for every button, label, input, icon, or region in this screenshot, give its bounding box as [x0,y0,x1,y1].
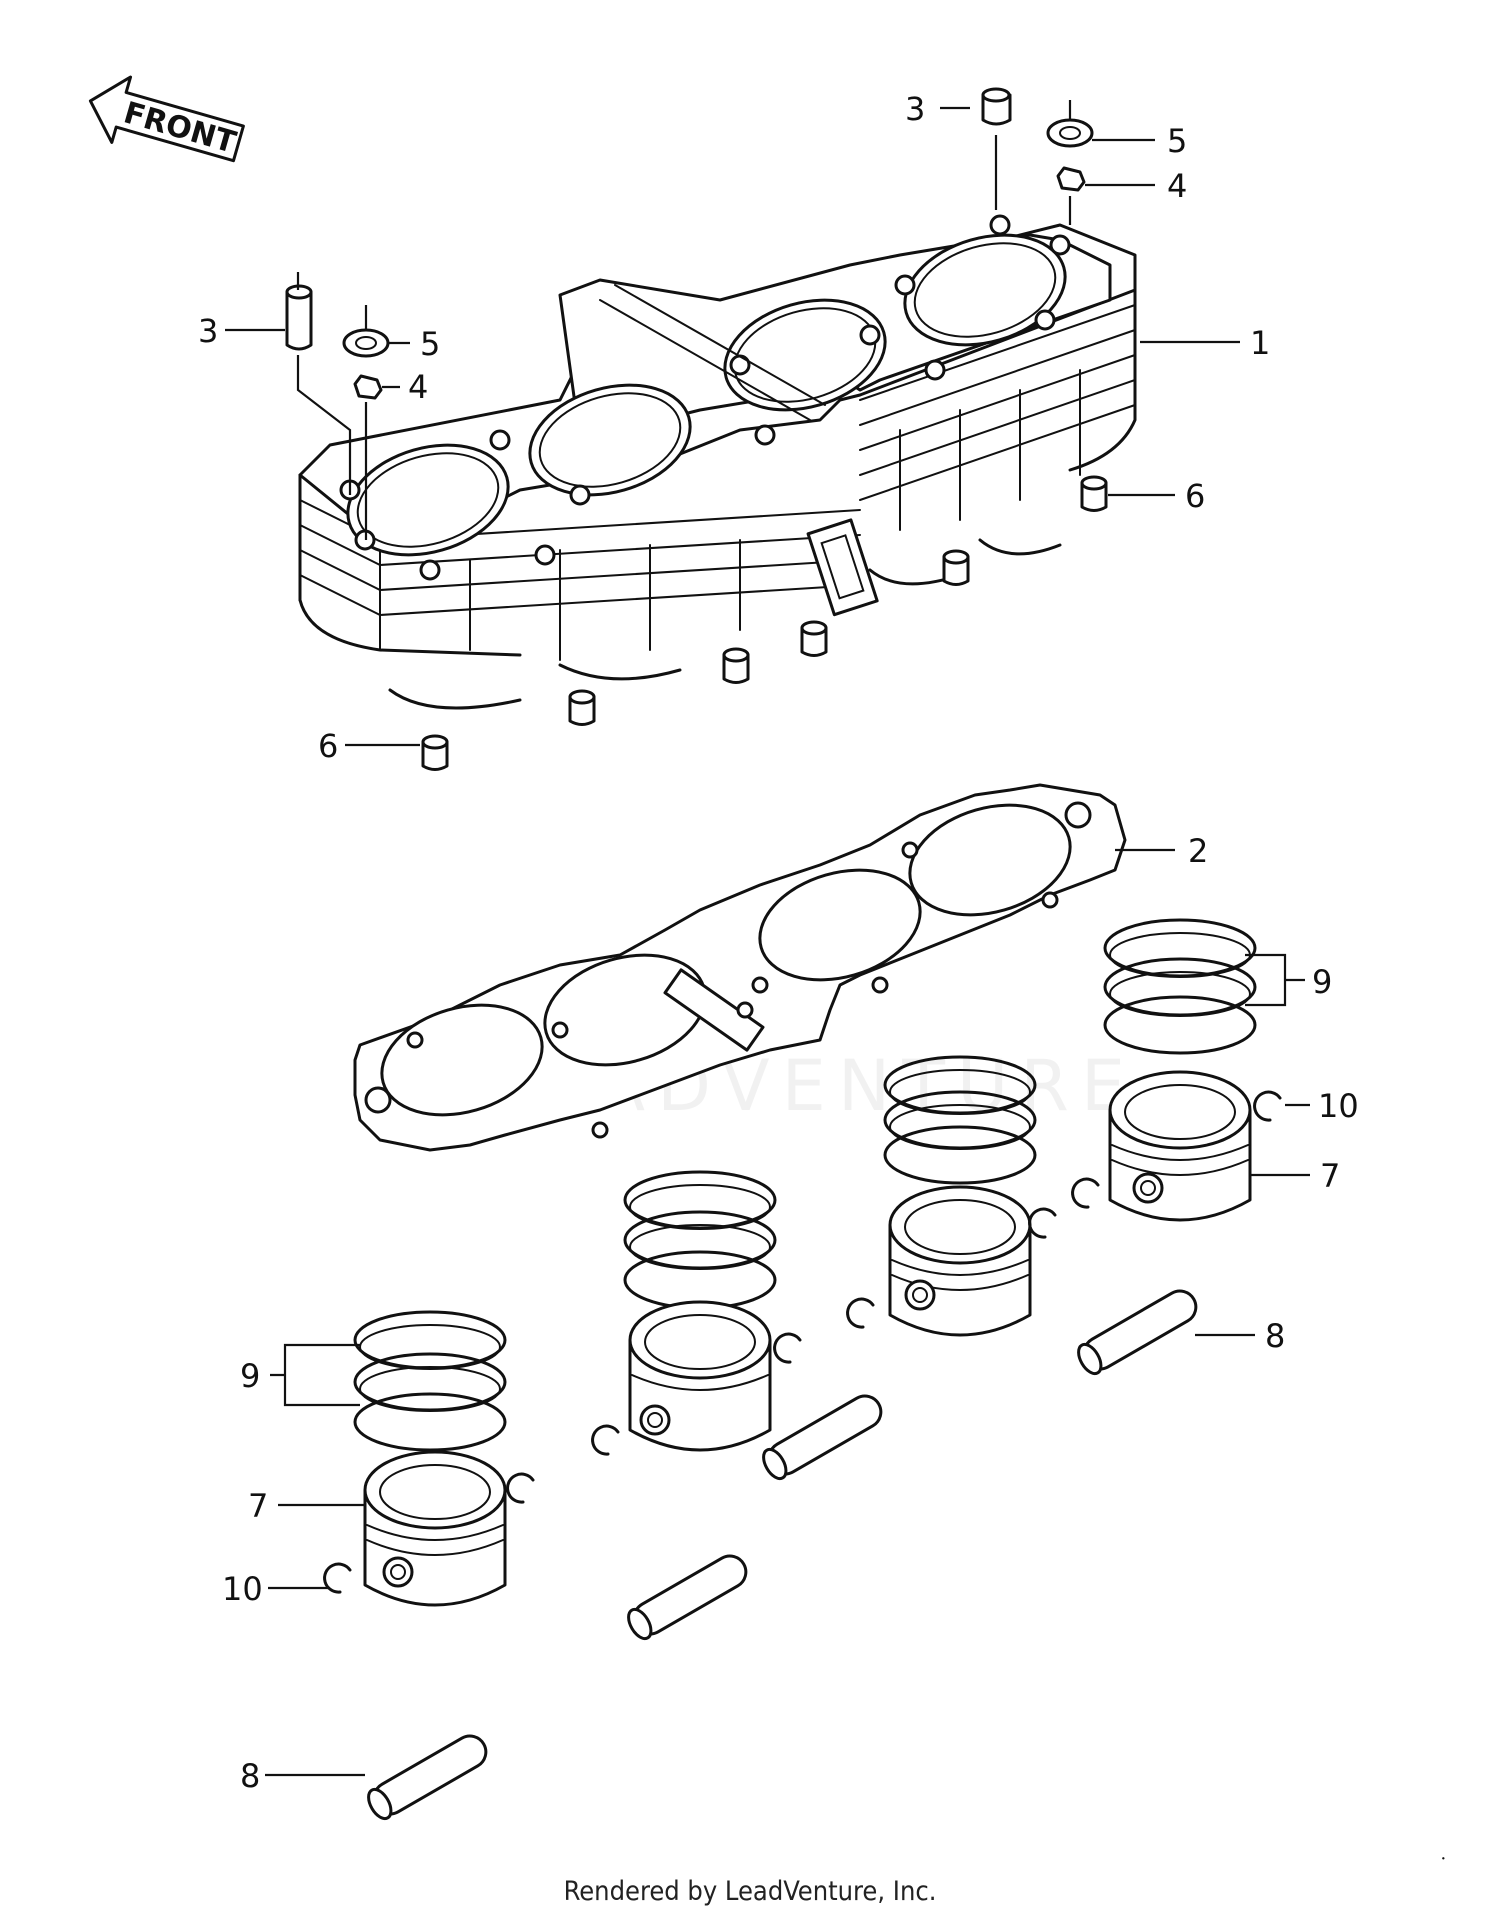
callout-1: 1 [1250,324,1270,362]
callout-7: 7 [1320,1157,1340,1195]
callout-5: 5 [1167,122,1187,160]
footer-credit: Rendered by LeadVenture, Inc. [563,1876,937,1907]
callout-2: 2 [1188,832,1208,870]
front-arrow-icon: FRONT [88,75,245,163]
cylinder-base-gasket [353,783,1127,1152]
oring-5-right [1046,100,1094,148]
dowel-pin-3-left [285,272,352,495]
callout-labels: 3 5 4 3 5 4 1 6 6 2 9 10 7 8 9 7 10 8 [198,90,1359,1795]
piston-2 [628,1300,772,1452]
callout-8: 8 [1265,1317,1285,1355]
callout-4: 4 [408,368,428,406]
callout-3: 3 [905,90,925,128]
piston-rings-set-4 [1103,918,1257,1055]
leader-lines [225,106,1310,1777]
callout-10: 10 [222,1570,263,1608]
piston-1 [363,1450,507,1607]
cylinder-block [298,214,1137,710]
callout-9: 9 [240,1357,260,1395]
dowel-pins-6 [421,475,1108,771]
callout-9: 9 [1312,963,1332,1001]
callout-6: 6 [318,727,338,765]
piston-rings-set-2 [623,1170,777,1310]
callout-10: 10 [1318,1087,1359,1125]
piston-rings-set-1 [353,1310,507,1452]
callout-3: 3 [198,312,218,350]
callout-7: 7 [248,1487,268,1525]
stud-holes [339,214,1071,581]
callout-6: 6 [1185,477,1205,515]
callout-8: 8 [240,1757,260,1795]
oring-5-left [342,305,390,358]
piston-rings-set-3 [883,1055,1037,1185]
oring-4-right [1056,166,1086,225]
circlips-10 [323,1090,1282,1594]
piston-4 [1108,1070,1252,1222]
callout-4: 4 [1167,167,1187,205]
cylinder-bores [346,233,1067,557]
oring-4-left [353,374,383,540]
piston-3 [888,1185,1032,1337]
footer-dot: · [1440,1848,1447,1870]
callout-5: 5 [420,325,440,363]
piston-pins-8 [367,1289,1198,1821]
front-label: FRONT [120,95,240,160]
dowel-pin-3-right [981,87,1012,210]
cooling-fins [298,278,1137,710]
